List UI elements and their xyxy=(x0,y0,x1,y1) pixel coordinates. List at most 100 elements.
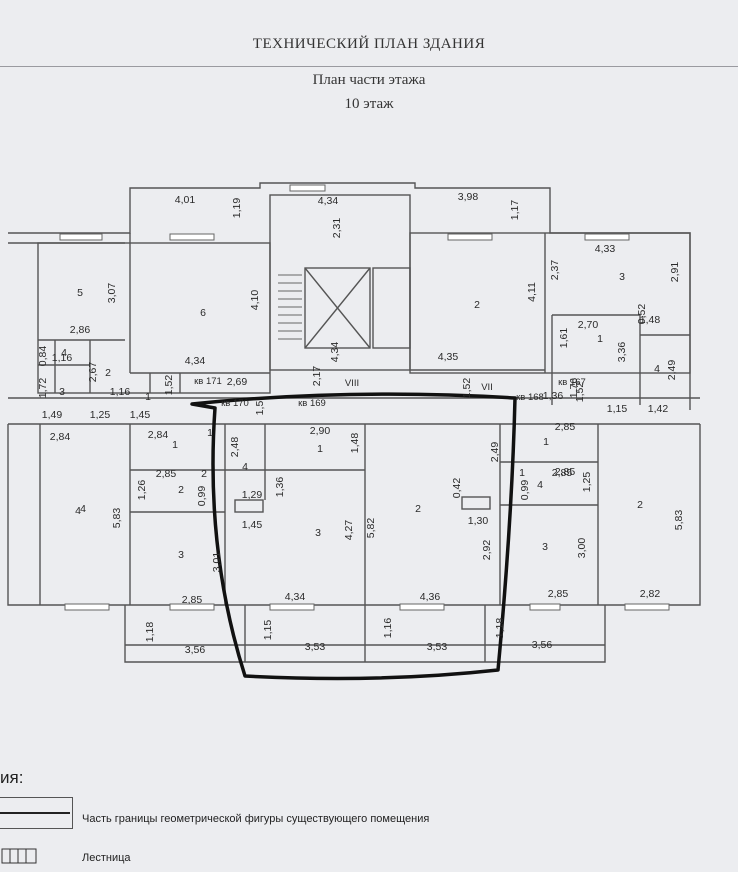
dimension-label: 2,67 xyxy=(87,362,99,383)
dimension-label: 1,61 xyxy=(558,328,570,349)
dimension-label: 4,11 xyxy=(526,282,538,302)
dimension-label: 0,99 xyxy=(519,480,531,501)
dimension-label: 1,15 xyxy=(262,620,274,641)
dimension-label: 2,85 xyxy=(182,594,203,606)
dimension-label: 4,34 xyxy=(285,591,306,603)
dimension-label: 1,19 xyxy=(231,198,243,219)
dimension-label: 2,85 xyxy=(548,588,569,600)
dimension-label: 2,84 xyxy=(148,429,169,441)
room-number: 1 xyxy=(317,443,323,455)
room-number: 3 xyxy=(619,271,625,283)
dimension-label: 1,72 xyxy=(37,378,49,399)
dimension-label: 3,56 xyxy=(185,644,206,656)
dimension-label: 2,48 xyxy=(229,437,241,458)
room-number: 2 xyxy=(474,299,480,311)
room-number: 4 xyxy=(242,461,248,473)
dimension-label: 1,52 xyxy=(461,378,473,399)
dimension-label: 2,49 xyxy=(489,442,501,463)
hand-drawn-outline xyxy=(190,392,517,681)
floor-label: 10 этаж xyxy=(344,96,394,112)
apartment-label: кв 171 xyxy=(194,376,222,387)
dimension-label: 1,48 xyxy=(349,433,361,454)
dimension-label: 5,83 xyxy=(111,508,123,529)
dimension-label: 0,84 xyxy=(37,346,49,367)
dimension-label: 2,85 xyxy=(156,468,177,480)
dimension-label: 3,00 xyxy=(576,538,588,559)
dimension-label: 2,90 xyxy=(310,425,331,437)
document-subtitle: План части этажа xyxy=(312,72,426,88)
apartment-label: кв 169 xyxy=(298,398,326,409)
dimension-label: 2,85 xyxy=(555,466,576,478)
dimension-label: 1,26 xyxy=(136,480,148,501)
dimension-label: 2,31 xyxy=(331,218,343,239)
room-number: 2 xyxy=(415,503,421,515)
room-number: 1 xyxy=(207,427,213,439)
room-number: 4 xyxy=(537,479,543,491)
dimension-label: 0,99 xyxy=(196,486,208,507)
room-number: 1 xyxy=(543,436,549,448)
dimension-label: 1,16 xyxy=(382,618,394,639)
legend-boundary-swatch-box xyxy=(0,797,73,829)
dimension-label: 3,01 xyxy=(211,552,223,573)
dimension-label: 2,91 xyxy=(669,262,681,283)
plan-windows xyxy=(59,184,670,611)
dimension-label: 2,86 xyxy=(70,324,91,336)
legend-boundary-label: Часть границы геометрической фигуры суще… xyxy=(82,813,430,825)
legend-stairs-label: Лестница xyxy=(82,852,131,864)
dimension-label: 1,48 xyxy=(640,314,661,326)
dimension-label: 4,10 xyxy=(249,290,261,311)
room-number: 2 xyxy=(637,499,643,511)
room-number: 3 xyxy=(178,549,184,561)
room-number: 1 xyxy=(597,333,603,345)
dimension-label: 3,56 xyxy=(532,639,553,651)
dimension-label: 2,37 xyxy=(549,260,561,281)
dimension-label: 1,45 xyxy=(242,519,263,531)
legend-heading: ия: xyxy=(0,768,24,787)
document-title: ТЕХНИЧЕСКИЙ ПЛАН ЗДАНИЯ xyxy=(252,36,486,52)
dimension-label: 3,07 xyxy=(106,283,118,304)
dimension-label: 5,82 xyxy=(365,518,377,539)
stair-hatching xyxy=(278,274,302,340)
dimension-label: 1,36 xyxy=(543,390,564,402)
dimension-label: 1,16 xyxy=(110,386,131,398)
apartment-label: VIII xyxy=(345,378,359,389)
dimension-label: 3,53 xyxy=(427,641,448,653)
dimension-label: 1,17 xyxy=(509,200,521,221)
dimension-label: 3,53 xyxy=(305,641,326,653)
room-number: 4 xyxy=(80,503,86,515)
room-number: 3 xyxy=(59,386,65,398)
dimension-label: 4,01 xyxy=(175,194,196,206)
room-number: 2 xyxy=(201,468,207,480)
dimension-label: 2,92 xyxy=(481,540,493,561)
dimension-label: 2,49 xyxy=(666,360,678,381)
dimension-label: 1,16 xyxy=(52,352,73,364)
room-number: 6 xyxy=(200,307,206,319)
dimension-label: 4,34 xyxy=(318,195,339,207)
dimension-label: 1,25 xyxy=(90,409,111,421)
dimension-label: 5,83 xyxy=(673,510,685,531)
room-number: 1 xyxy=(145,391,151,403)
apartment-label: VII xyxy=(481,382,493,393)
room-number: 2 xyxy=(178,484,184,496)
dimension-label: 1,52 xyxy=(163,375,175,396)
dimension-label: 2,84 xyxy=(50,431,71,443)
dimension-label: 4,34 xyxy=(185,355,206,367)
dimension-label: 2,85 xyxy=(555,421,576,433)
dimension-label: 3,98 xyxy=(458,191,479,203)
header-rule xyxy=(0,66,738,67)
legend-stairs-swatch xyxy=(1,848,37,864)
apartment-label: кв 168 xyxy=(516,392,544,403)
dimension-label: 4,27 xyxy=(343,520,355,541)
dimension-label: 1,49 xyxy=(42,409,63,421)
dimension-label: 1,25 xyxy=(581,472,593,493)
dimension-label: 0,42 xyxy=(451,478,463,499)
plan-walls xyxy=(7,182,701,663)
dimension-label: 2,85 xyxy=(552,467,573,479)
dimension-label: 4,35 xyxy=(438,351,459,363)
room-number: 4 xyxy=(75,505,81,517)
dimension-label: 4,34 xyxy=(329,342,341,363)
room-number: 3 xyxy=(542,541,548,553)
room-number: 1 xyxy=(172,439,178,451)
dimension-label: 1,18 xyxy=(494,618,506,639)
